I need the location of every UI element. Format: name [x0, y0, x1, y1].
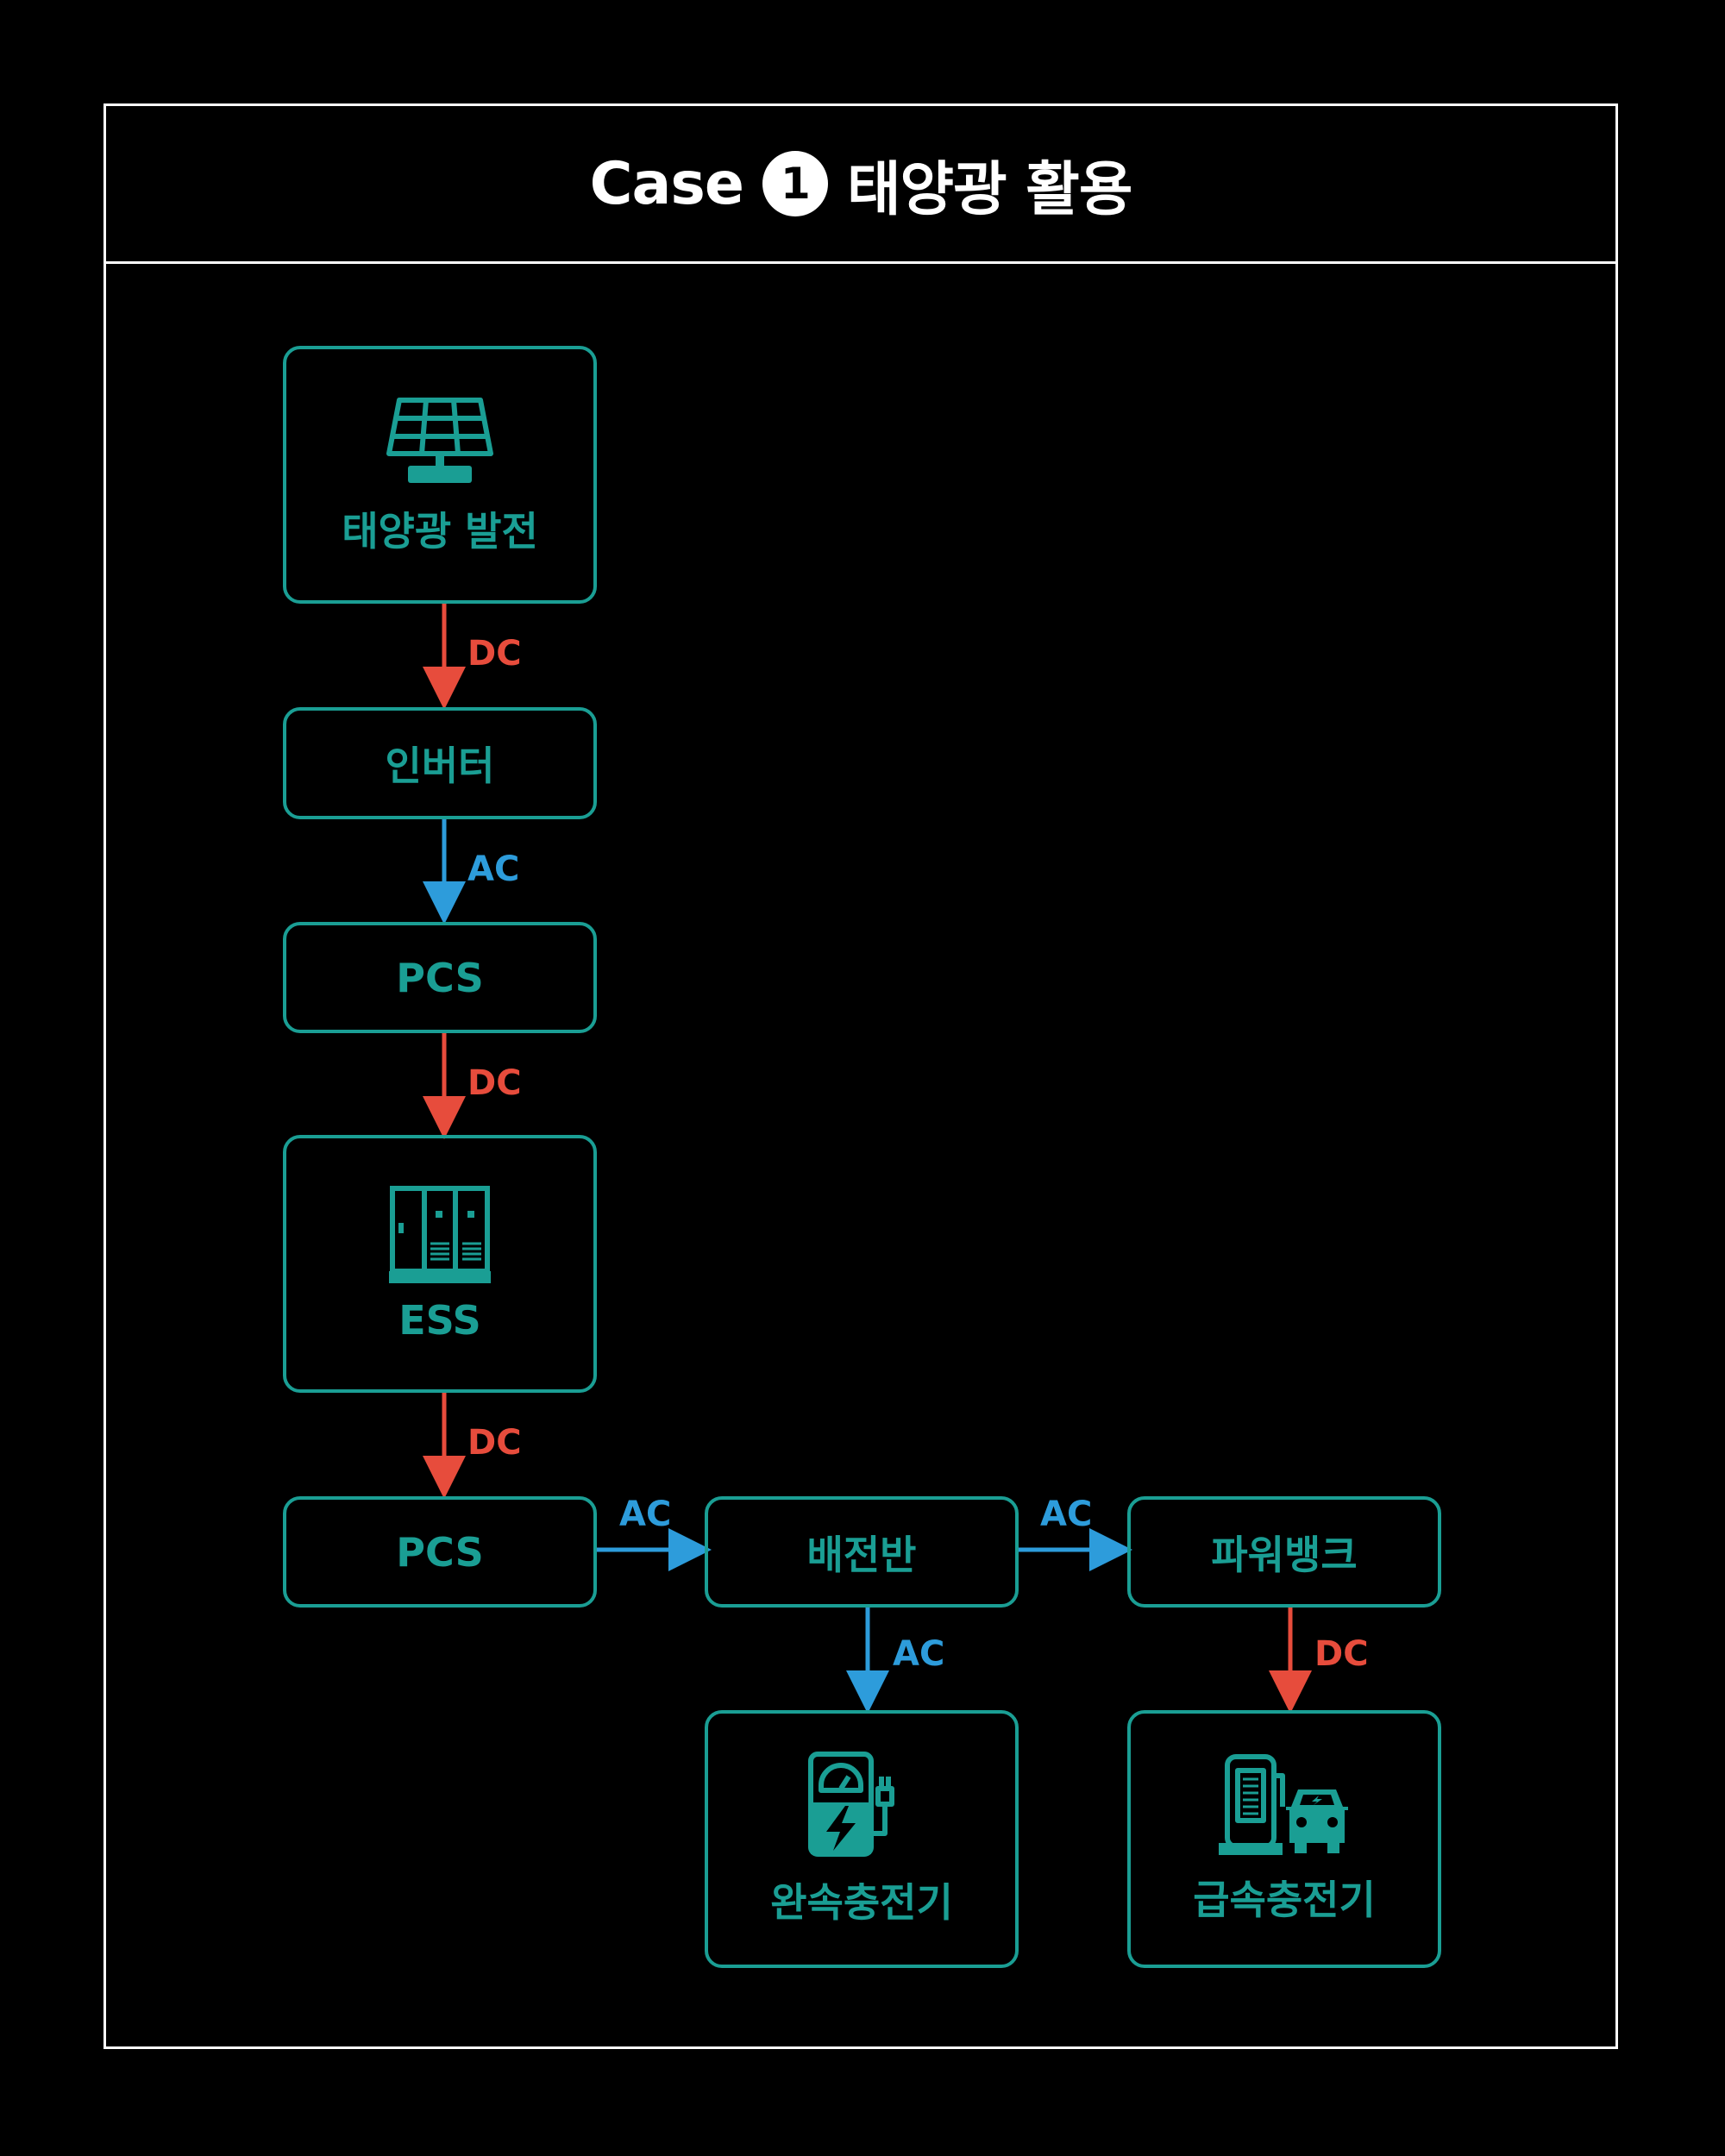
node-ess: ESS [283, 1135, 597, 1393]
node-switchboard-label: 배전반 [806, 1531, 917, 1578]
node-pcs2-label: PCS [396, 1528, 484, 1576]
case-number-badge: 1 [762, 151, 828, 216]
fast-charger-icon [1219, 1753, 1348, 1855]
ess-cabinet-icon [389, 1185, 491, 1283]
label-solar-inverter: DC [467, 634, 522, 674]
node-slow-charger-label: 완속충전기 [770, 1878, 953, 1926]
node-pcs2: PCS [283, 1496, 597, 1608]
label-switchboard-slow: AC [893, 1634, 945, 1674]
node-powerbank: 파워뱅크 [1127, 1496, 1441, 1608]
solar-panel-icon [386, 397, 493, 483]
node-solar: 태양광 발전 [283, 346, 597, 604]
node-pcs1: PCS [283, 922, 597, 1033]
node-pcs1-label: PCS [396, 954, 484, 1001]
slow-charger-icon [808, 1751, 894, 1857]
node-inverter: 인버터 [283, 707, 597, 819]
label-pcs1-ess: DC [467, 1063, 522, 1103]
node-switchboard: 배전반 [705, 1496, 1019, 1608]
diagram-frame: Case 1 태양광 활용 [104, 103, 1618, 2049]
title-prefix: Case [589, 149, 744, 218]
title-suffix: 태양광 활용 [846, 155, 1132, 224]
label-pcs2-switchboard: AC [619, 1495, 672, 1534]
label-switchboard-powerbank: AC [1040, 1495, 1093, 1534]
label-powerbank-fast: DC [1314, 1634, 1369, 1674]
label-inverter-pcs1: AC [467, 849, 520, 889]
node-powerbank-label: 파워뱅크 [1211, 1531, 1358, 1578]
node-slow-charger: 완속충전기 [705, 1710, 1019, 1968]
page-title: Case 1 태양광 활용 [106, 106, 1615, 264]
node-ess-label: ESS [398, 1296, 481, 1344]
node-fast-charger-label: 급속충전기 [1193, 1876, 1376, 1923]
node-solar-label: 태양광 발전 [342, 507, 538, 555]
label-ess-pcs2: DC [467, 1423, 522, 1463]
node-inverter-label: 인버터 [385, 743, 495, 789]
node-fast-charger: 급속충전기 [1127, 1710, 1441, 1968]
